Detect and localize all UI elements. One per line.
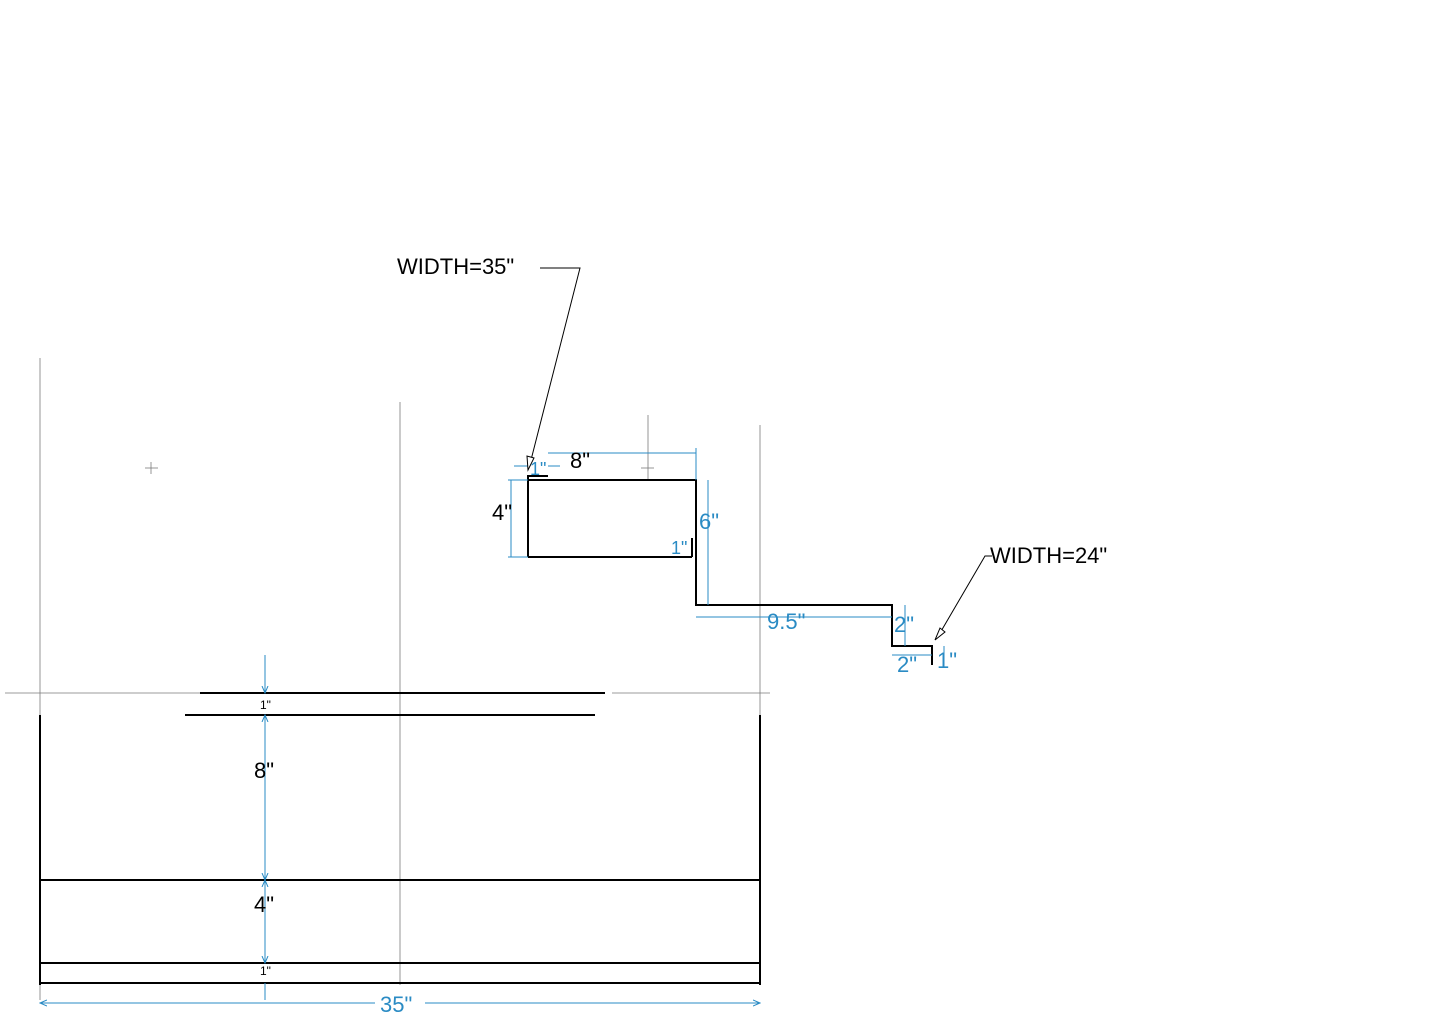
label-right-height: 6" — [699, 509, 719, 534]
callout-width-24: WIDTH=24" — [990, 543, 1107, 568]
callout-width-35: WIDTH=35" — [397, 254, 514, 279]
front-view-dimension-lines — [40, 655, 760, 1003]
label-step-run: 9.5" — [767, 609, 805, 634]
label-lower-panel: 4" — [254, 892, 274, 917]
label-top-length: 8" — [570, 448, 590, 473]
label-small-run: 2" — [897, 652, 917, 677]
label-step-drop: 2" — [894, 612, 914, 637]
construction-lines — [5, 358, 770, 1000]
callout-leaders — [526, 267, 992, 641]
front-view — [39, 692, 761, 985]
label-top-lip: 1" — [530, 459, 546, 479]
label-left-height: 4" — [492, 500, 512, 525]
label-inner-lip: 1" — [671, 538, 687, 558]
label-overall-width: 35" — [380, 992, 412, 1017]
profile-shape — [527, 475, 933, 665]
label-end-drop: 1" — [937, 648, 957, 673]
label-upper-panel: 8" — [254, 758, 274, 783]
label-bottom-strip: 1" — [260, 964, 271, 978]
profile-dimension-lines — [508, 448, 945, 665]
label-top-strip: 1" — [260, 698, 271, 712]
